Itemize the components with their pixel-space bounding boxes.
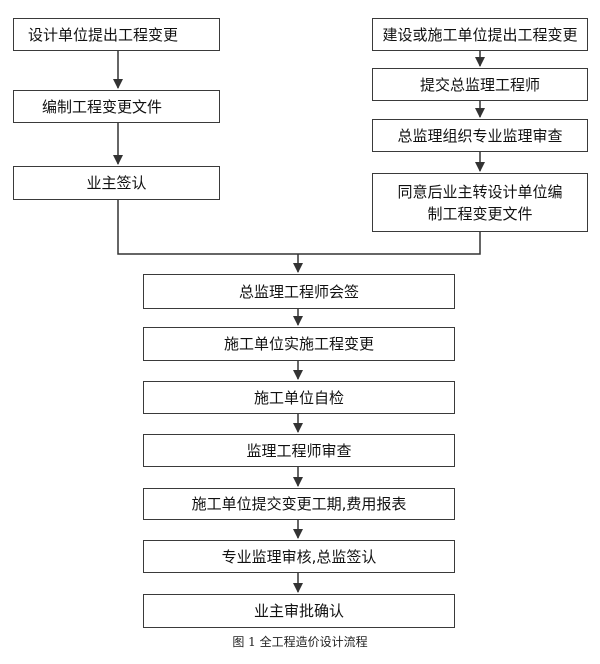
step-label: 提交总监理工程师 [419, 75, 540, 94]
step-label: 施工单位自检 [253, 388, 344, 407]
step-label-line-2: 制工程变更文件 [427, 204, 533, 223]
step-label: 施工单位提交变更工期,费用报表 [191, 495, 407, 513]
step-submit-to-chief-supervisor: 提交总监理工程师 [372, 68, 588, 101]
step-label: 设计单位提出工程变更 [28, 25, 179, 44]
step-owner-approval: 业主审批确认 [143, 594, 455, 628]
step-label: 建设或施工单位提出工程变更 [382, 25, 578, 44]
step-self-inspection: 施工单位自检 [143, 381, 455, 414]
step-prepare-change-documents: 编制工程变更文件 [13, 90, 220, 123]
step-supervising-engineer-review: 监理工程师审查 [143, 434, 455, 467]
step-label-line-1: 同意后业主转设计单位编 [397, 182, 563, 201]
step-label: 施工单位实施工程变更 [223, 335, 374, 353]
step-label: 总监理组织专业监理审查 [397, 126, 563, 145]
step-label: 总监理工程师会签 [238, 282, 359, 301]
step-supervisor-audit-signoff: 专业监理审核,总监签认 [143, 540, 455, 573]
step-submit-schedule-cost-report: 施工单位提交变更工期,费用报表 [143, 488, 455, 520]
step-implement-change: 施工单位实施工程变更 [143, 327, 455, 361]
step-label: 专业监理审核,总监签认 [221, 547, 377, 566]
step-chief-supervisor-countersign: 总监理工程师会签 [143, 274, 455, 309]
step-owner-forwards-to-design-unit: 同意后业主转设计单位编 制工程变更文件 [372, 173, 588, 232]
step-construction-unit-proposes-change: 建设或施工单位提出工程变更 [372, 18, 588, 51]
step-label: 业主审批确认 [253, 602, 344, 620]
merge-line [117, 200, 481, 255]
step-label: 监理工程师审查 [246, 441, 352, 460]
figure-caption: 图 1 全工程造价设计流程 [232, 635, 368, 649]
step-design-unit-proposes-change: 设计单位提出工程变更 [13, 18, 220, 51]
step-owner-signoff: 业主签认 [13, 166, 220, 200]
step-label: 编制工程变更文件 [42, 97, 163, 116]
step-label: 业主签认 [86, 174, 147, 192]
step-supervisor-review: 总监理组织专业监理审查 [372, 119, 588, 152]
